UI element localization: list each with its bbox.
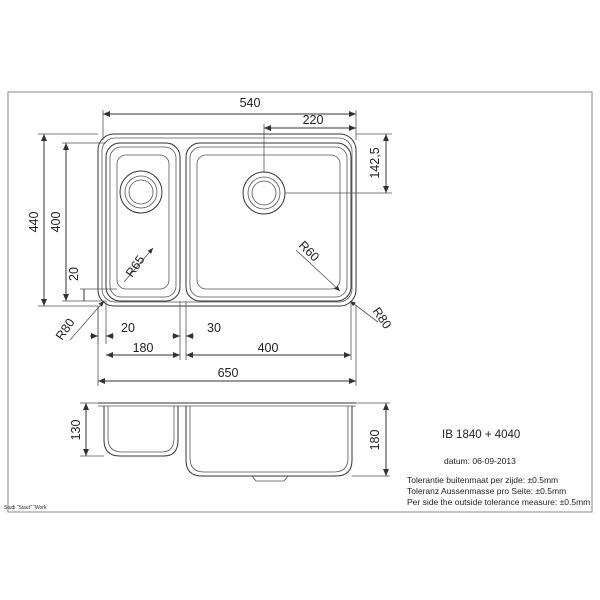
radius-r65-label: R65 <box>123 253 148 280</box>
dim-220-label: 220 <box>303 113 324 127</box>
radius-r80-right: R80 <box>349 300 394 332</box>
large-bowl <box>185 142 352 302</box>
sink-outline-inner <box>101 137 353 303</box>
small-bowl-floor <box>116 154 170 290</box>
large-bowl-profile <box>185 406 353 477</box>
small-bowl-profile <box>103 406 179 457</box>
dim-650: 650 <box>97 306 357 386</box>
dim-130-label: 130 <box>69 420 83 441</box>
radius-r65: R65 <box>123 247 154 283</box>
dim-180-label: 180 <box>133 341 154 355</box>
small-bowl-inner <box>109 146 177 298</box>
small-drain-core <box>128 179 154 205</box>
large-drain <box>242 171 286 215</box>
dim-400-horizontal: 400 <box>186 301 352 360</box>
dim-440: 440 <box>27 133 98 307</box>
dim-142-5: 142,5 <box>285 133 392 194</box>
drawing-frame <box>7 91 593 513</box>
dim-20-bottom-label: 20 <box>121 321 135 335</box>
dim-180-vertical: 180 <box>352 402 390 477</box>
tolerance-line-de: Toleranz Aussenmasse pro Seite: ±0.5mm <box>407 486 566 496</box>
tolerance-line-nl: Tolerantie buitenmaat per zijde: ±0.5mm <box>407 475 558 485</box>
radius-r60: R60 <box>295 238 341 292</box>
product-code: IB 1840 + 4040 <box>442 429 520 441</box>
tolerance-line-en: Per side the outside tolerance measure: … <box>407 497 590 507</box>
footer-note: Studi "Siaut" "Work <box>4 505 47 511</box>
dim-650-label: 650 <box>218 366 239 380</box>
dim-130: 130 <box>69 402 104 457</box>
dim-142-5-label: 142,5 <box>368 147 382 178</box>
dim-20-vertical-label: 20 <box>67 267 81 281</box>
dim-180: 180 <box>106 341 180 358</box>
dim-20-bottom: 20 <box>90 301 135 344</box>
dim-30-bottom: 30 <box>172 301 221 360</box>
dim-400-horizontal-label: 400 <box>258 341 279 355</box>
dim-540-label: 540 <box>240 96 261 110</box>
large-drain-ring <box>247 176 281 210</box>
dim-180-vertical-label: 180 <box>368 430 382 451</box>
small-bowl <box>105 142 181 302</box>
large-bowl-inner <box>189 146 348 298</box>
radius-r80-left-label: R80 <box>53 316 78 343</box>
dim-440-label: 440 <box>27 212 41 233</box>
top-view <box>97 133 357 307</box>
small-drain-ring <box>124 175 158 209</box>
dim-540: 540 <box>102 96 357 140</box>
dim-400-vertical: 400 <box>49 142 106 302</box>
radius-r60-label: R60 <box>296 238 322 264</box>
side-view <box>98 402 356 482</box>
sink-outline <box>97 133 357 307</box>
large-drain-core <box>251 180 277 206</box>
small-drain <box>119 170 163 214</box>
dim-20-vertical: 20 <box>67 267 117 301</box>
dim-400-vertical-label: 400 <box>49 212 63 233</box>
date-text: datum: 06-09-2013 <box>444 456 516 466</box>
dim-220: 220 <box>263 113 356 172</box>
dim-30-bottom-label: 30 <box>207 321 221 335</box>
large-bowl-floor <box>196 154 341 290</box>
